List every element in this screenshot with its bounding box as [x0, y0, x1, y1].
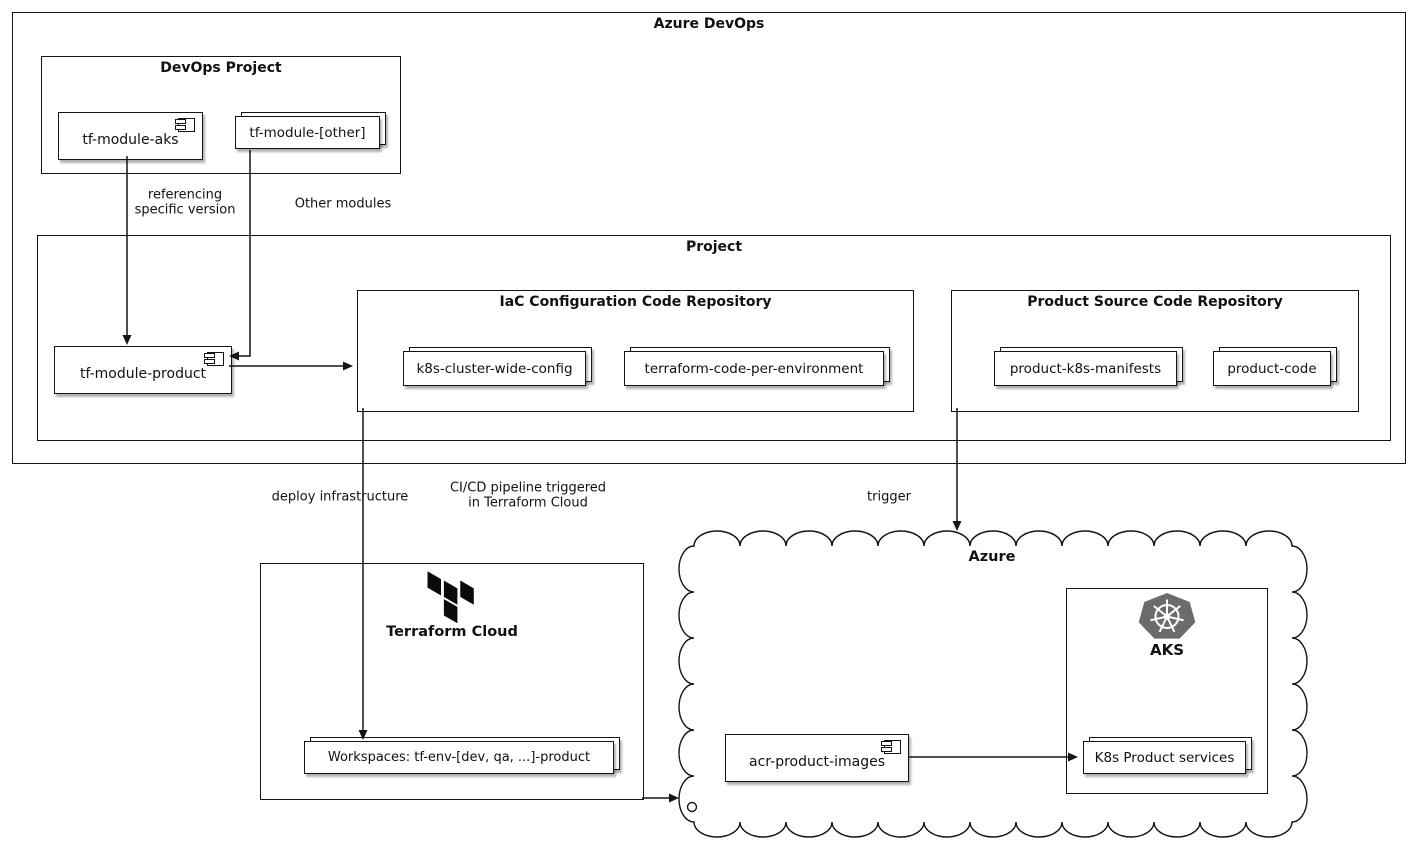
component-icon: [881, 740, 901, 754]
kubernetes-icon: [1138, 593, 1196, 639]
edge-label-other-modules: Other modules: [294, 196, 392, 212]
node-label: product-k8s-manifests: [994, 351, 1177, 386]
project-title: Project: [685, 239, 743, 255]
frame-aks: AKS K8s Product services: [1066, 588, 1268, 794]
node-label: Workspaces: tf-env-[dev, qa, ...]-produc…: [304, 741, 614, 774]
node-label: acr-product-images: [749, 754, 885, 770]
frame-project: Project tf-module-product IaC Configurat…: [37, 235, 1391, 441]
node-terraform-code-per-environment: terraform-code-per-environment: [624, 347, 890, 386]
node-product-code: product-code: [1213, 347, 1337, 386]
edge-label-cicd: CI/CD pipeline triggered in Terraform Cl…: [449, 480, 607, 511]
product-repo-title: Product Source Code Repository: [1027, 294, 1283, 310]
node-tf-module-aks: tf-module-aks: [58, 112, 203, 160]
edge-label-deploy-infrastructure: deploy infrastructure: [271, 489, 409, 505]
frame-iac-repo: IaC Configuration Code Repository k8s-cl…: [357, 290, 914, 412]
node-label: terraform-code-per-environment: [624, 351, 884, 386]
component-icon: [204, 352, 224, 366]
frame-product-repo: Product Source Code Repository product-k…: [951, 290, 1359, 412]
node-workspaces: Workspaces: tf-env-[dev, qa, ...]-produc…: [304, 737, 620, 774]
frame-terraform-cloud: Terraform Cloud Workspaces: tf-env-[dev,…: [260, 563, 644, 800]
node-tf-module-other: tf-module-[other]: [235, 112, 386, 149]
aks-title: AKS: [1149, 641, 1185, 659]
devops-project-title: DevOps Project: [160, 60, 282, 76]
node-label: K8s Product services: [1083, 741, 1246, 774]
node-label: tf-module-product: [79, 366, 207, 382]
azure-title: Azure: [968, 549, 1016, 565]
component-icon: [175, 118, 195, 132]
frame-devops-project: DevOps Project tf-module-aks tf-module-[…: [41, 56, 401, 174]
node-k8s-cluster-wide-config: k8s-cluster-wide-config: [403, 347, 592, 386]
edge-label-trigger: trigger: [867, 489, 911, 505]
iac-repo-title: IaC Configuration Code Repository: [499, 294, 772, 310]
node-label: product-code: [1213, 351, 1331, 386]
node-k8s-product-services: K8s Product services: [1083, 737, 1252, 774]
edge-label-referencing: referencing specific version: [134, 187, 236, 218]
node-label: tf-module-[other]: [235, 116, 380, 149]
node-tf-module-product: tf-module-product: [54, 346, 232, 394]
node-product-k8s-manifests: product-k8s-manifests: [994, 347, 1183, 386]
terraform-icon: [427, 571, 474, 624]
azure-devops-title: Azure DevOps: [653, 16, 765, 32]
terraform-cloud-title: Terraform Cloud: [386, 624, 518, 640]
node-label: tf-module-aks: [82, 132, 179, 148]
cloud-azure: Azure acr-product-images: [668, 526, 1316, 846]
node-acr-product-images: acr-product-images: [725, 734, 909, 782]
frame-azure-devops: Azure DevOps DevOps Project tf-module-ak…: [12, 12, 1406, 464]
node-label: k8s-cluster-wide-config: [403, 351, 586, 386]
